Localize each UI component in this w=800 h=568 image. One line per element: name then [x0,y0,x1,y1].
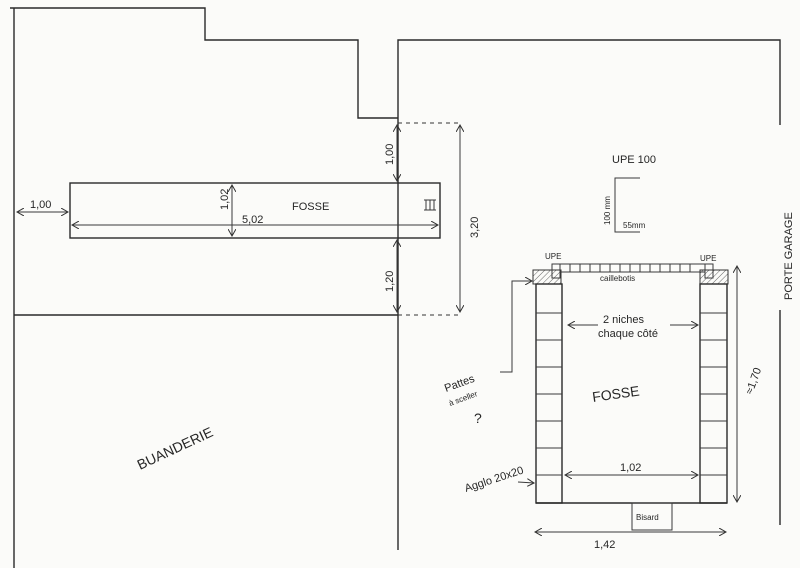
niches-label-line2: chaque côté [598,328,658,340]
dim-top-gap: 1,00 [384,144,396,165]
dim-outer-width: 1,42 [594,539,615,551]
pit-plan [17,125,460,312]
dim-inner-width: 1,02 [620,462,641,474]
dim-pit-width: 1,02 [219,189,231,210]
dim-left-offset: 1,00 [30,199,51,211]
profile-width: 55mm [623,221,646,230]
pit-section-label: FOSSE [591,383,640,405]
dim-bottom-gap: 1,20 [384,271,396,292]
niches-label-line1: 2 niches [603,314,644,326]
door-label: PORTE GARAGE [783,212,795,300]
upe-right-label: UPE [700,254,716,263]
upe-profile-shape [614,177,640,233]
block-label: Agglo 20x20 [463,465,525,495]
profile-height: 100 mm [603,196,612,225]
room-label: BUANDERIE [135,424,216,473]
dim-depth: ≈1,70 [744,366,765,396]
dim-pit-length: 5,02 [242,214,263,226]
dim-total: 3,20 [469,217,481,238]
pit-section [500,263,737,532]
drain-label: Bisard [636,513,659,522]
upe-left-label: UPE [545,252,561,261]
profile-title: UPE 100 [612,154,656,166]
grating-label: caillebotis [600,274,635,283]
anchors-label-line3: ? [474,410,482,426]
pit-top-label: FOSSE [292,201,329,213]
